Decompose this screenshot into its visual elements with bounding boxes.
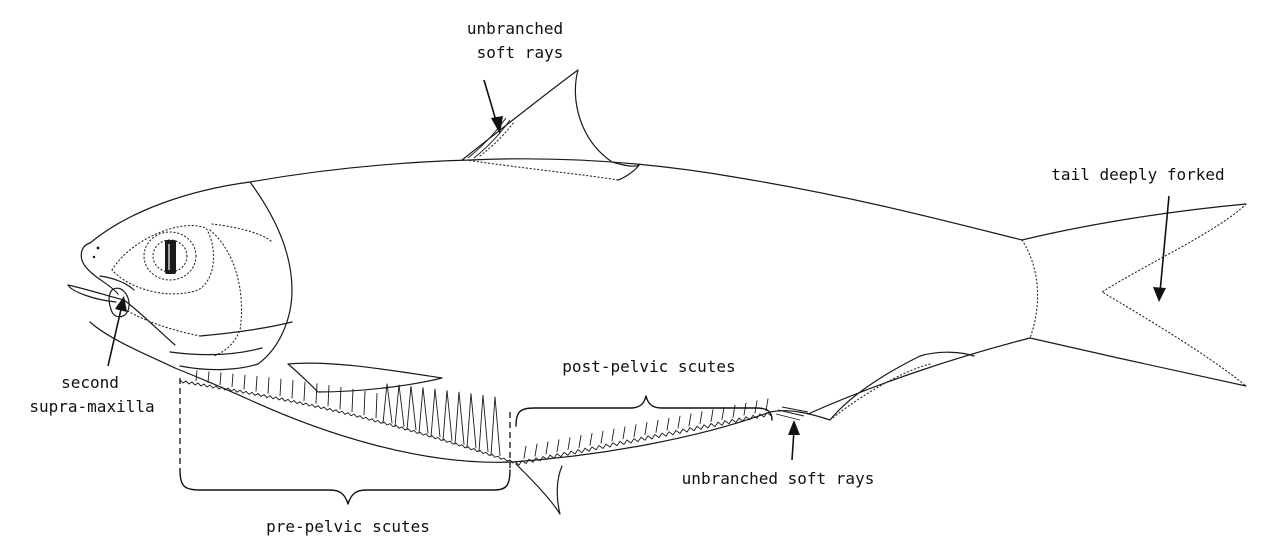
- upper-caudal-lobe: [1022, 204, 1246, 240]
- pre-pelvic-scute: [340, 387, 341, 409]
- post-pelvic-serrated-edge: [515, 413, 771, 465]
- pre-pelvic-scute: [491, 397, 500, 456]
- pre-pelvic-brace: [180, 470, 510, 504]
- lower-jaw: [68, 285, 175, 345]
- post-pelvic-scute: [590, 433, 592, 445]
- pre-pelvic-scute: [479, 395, 488, 452]
- pre-pelvic-serrated-edge: [180, 380, 513, 463]
- post-pelvic-scute: [535, 444, 537, 456]
- post-pelvic-scute: [722, 407, 724, 419]
- post-pelvic-scute: [601, 431, 603, 443]
- pre-pelvic-scute: [467, 393, 476, 448]
- operculum: [250, 182, 292, 364]
- post-pelvic-scute: [667, 418, 669, 430]
- pre-pelvic-scute: [244, 375, 245, 389]
- pupil-highlight: [168, 244, 170, 270]
- tail-label: tail deeply forked: [1051, 165, 1224, 184]
- post-pelvic-scute: [579, 435, 581, 447]
- pre-pelvic-scute: [376, 393, 377, 417]
- pre-pelvic-scute: [256, 376, 257, 391]
- pectoral-fin: [288, 363, 442, 392]
- pre-pelvic-scute: [280, 379, 281, 396]
- pre-pelvic-scute: [443, 390, 452, 440]
- pre-pelvic-scute: [268, 378, 269, 394]
- post-pelvic-scute: [634, 425, 636, 437]
- post-pelvic-scute: [700, 412, 702, 424]
- ventral-profile-rear: [808, 338, 1030, 414]
- pre-pelvic-scute: [292, 380, 293, 398]
- pre-pelvic-scute: [407, 386, 416, 430]
- preoperculum: [210, 230, 242, 356]
- operculum-lower: [180, 364, 258, 370]
- pre-pelvic-scutes: [180, 371, 513, 463]
- pre-pelvic-scute: [208, 372, 209, 383]
- post-pelvic-scute: [568, 438, 570, 450]
- post-pelvic-scute: [656, 420, 658, 432]
- cheek-line-2: [118, 305, 200, 336]
- anal-unbranched-ray: [776, 414, 800, 420]
- supra-maxilla-label-line2: supra-maxilla: [29, 397, 154, 416]
- pupil: [165, 240, 176, 274]
- adipose-eyelid: [112, 226, 214, 294]
- caudal-base: [1022, 240, 1038, 338]
- post-pelvic-scute: [755, 401, 757, 413]
- post-pelvic-scute: [612, 429, 614, 441]
- fish-body: [90, 159, 1246, 463]
- post-pelvic-scute: [678, 416, 680, 428]
- pre-pelvic-label: pre-pelvic scutes: [266, 517, 430, 536]
- pre-pelvic-scute: [431, 389, 440, 437]
- nostril: [97, 247, 100, 250]
- anal-rays-label: unbranched soft rays: [682, 469, 875, 488]
- dorsal-rays-label-line1: unbranched: [467, 19, 563, 38]
- pre-pelvic-scute: [196, 371, 197, 381]
- tail-arrowhead: [1153, 287, 1166, 302]
- tail-arrow: [1160, 196, 1169, 292]
- pre-pelvic-scute: [328, 385, 329, 406]
- cheek-line: [212, 224, 272, 242]
- gill-band: [200, 322, 292, 336]
- post-pelvic-label: post-pelvic scutes: [562, 357, 735, 376]
- pre-pelvic-scute: [383, 384, 392, 423]
- post-pelvic-scute: [557, 440, 559, 452]
- pre-pelvic-scute: [419, 387, 428, 433]
- post-pelvic-scute: [524, 446, 526, 458]
- supra-maxilla: [109, 288, 129, 317]
- pre-pelvic-scute: [304, 382, 305, 401]
- pre-pelvic-scute: [232, 374, 233, 387]
- anal-rays-arrowhead: [788, 420, 800, 435]
- supra-maxilla-label-line1: second: [61, 373, 119, 392]
- pelvic-fin: [516, 464, 562, 514]
- post-pelvic-scute: [711, 410, 713, 422]
- pre-pelvic-scute: [352, 389, 353, 411]
- post-pelvic-scute: [546, 442, 548, 454]
- post-pelvic-scute: [623, 427, 625, 439]
- supra-maxilla-arrow: [108, 305, 122, 366]
- post-pelvic-scute: [645, 423, 647, 435]
- dorsal-rays-label-line2: soft rays: [477, 43, 564, 62]
- pre-pelvic-scute: [220, 373, 221, 385]
- pre-pelvic-scute: [316, 384, 317, 404]
- dorsal-profile: [90, 159, 1022, 243]
- dorsal-fin-base: [466, 160, 618, 180]
- nostril: [93, 256, 95, 258]
- head-underside: [90, 322, 175, 368]
- gill-band-lower: [170, 348, 262, 355]
- post-pelvic-scute: [744, 403, 746, 415]
- fish-head: [68, 182, 292, 370]
- post-pelvic-scute: [689, 414, 691, 426]
- pre-pelvic-scute: [364, 391, 365, 414]
- pre-pelvic-scute: [455, 392, 464, 444]
- dorsal-fin: [462, 70, 640, 180]
- post-pelvic-scute: [733, 405, 735, 417]
- pre-pelvic-scute: [395, 385, 404, 427]
- post-pelvic-scutes: [515, 399, 771, 465]
